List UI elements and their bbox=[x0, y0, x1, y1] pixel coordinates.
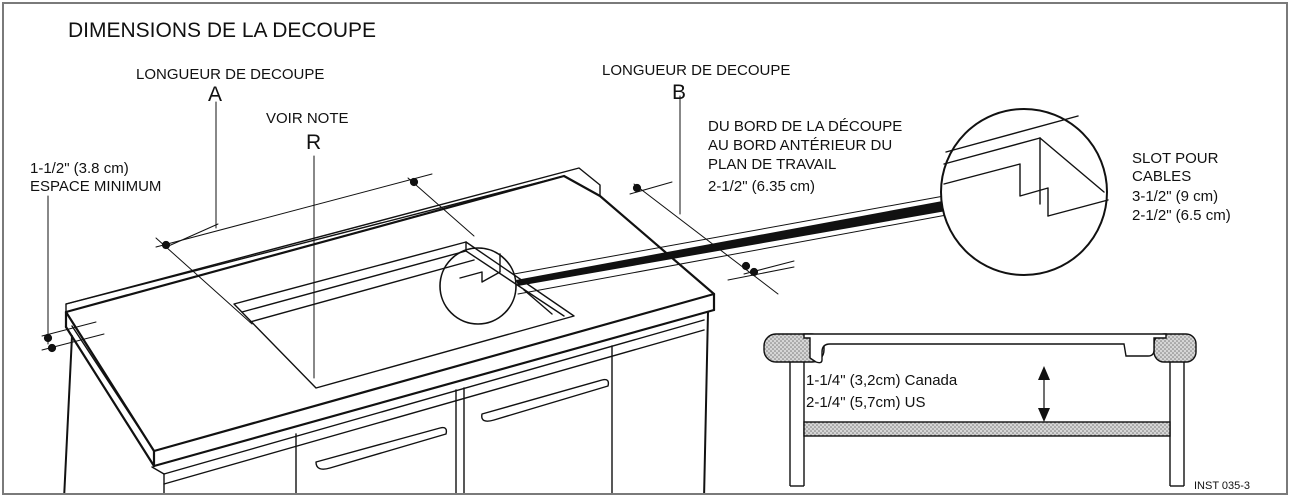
canada-height-label: 1-1/4" (3,2cm) Canada bbox=[806, 372, 958, 389]
front-edge-line-3: PLAN DE TRAVAIL bbox=[708, 156, 837, 173]
cross-section bbox=[763, 333, 1197, 487]
slot-label-1: SLOT POUR bbox=[1132, 150, 1219, 167]
dimension-b-label: B bbox=[672, 81, 687, 104]
diagram-title: DIMENSIONS DE LA DECOUPE bbox=[68, 19, 377, 42]
min-space-label: ESPACE MINIMUM bbox=[30, 178, 162, 195]
front-edge-value: 2-1/2" (6.35 cm) bbox=[708, 178, 816, 195]
us-height-label: 2-1/4" (5,7cm) US bbox=[806, 394, 926, 411]
see-note-label: VOIR NOTE bbox=[266, 110, 349, 127]
cut-length-b-label: LONGUEUR DE DECOUPE bbox=[602, 62, 791, 79]
figure-code: INST 035-3 bbox=[1194, 480, 1251, 492]
slot-value-2: 2-1/2" (6.5 cm) bbox=[1132, 207, 1231, 224]
cut-length-a-label: LONGUEUR DE DECOUPE bbox=[136, 66, 325, 83]
detail-circle-large bbox=[940, 108, 1108, 276]
min-space-value: 1-1/2" (3.8 cm) bbox=[30, 160, 129, 177]
front-edge-line-2: AU BORD ANTÉRIEUR DU bbox=[708, 137, 893, 154]
note-r-label: R bbox=[306, 131, 322, 154]
slot-label-2: CABLES bbox=[1132, 168, 1192, 185]
detail-circle-small bbox=[439, 247, 517, 325]
dimension-a-label: A bbox=[208, 83, 223, 106]
front-edge-line-1: DU BORD DE LA DÉCOUPE bbox=[708, 118, 903, 135]
cutout-illustration bbox=[41, 95, 1197, 493]
slot-value-1: 3-1/2" (9 cm) bbox=[1132, 188, 1219, 205]
